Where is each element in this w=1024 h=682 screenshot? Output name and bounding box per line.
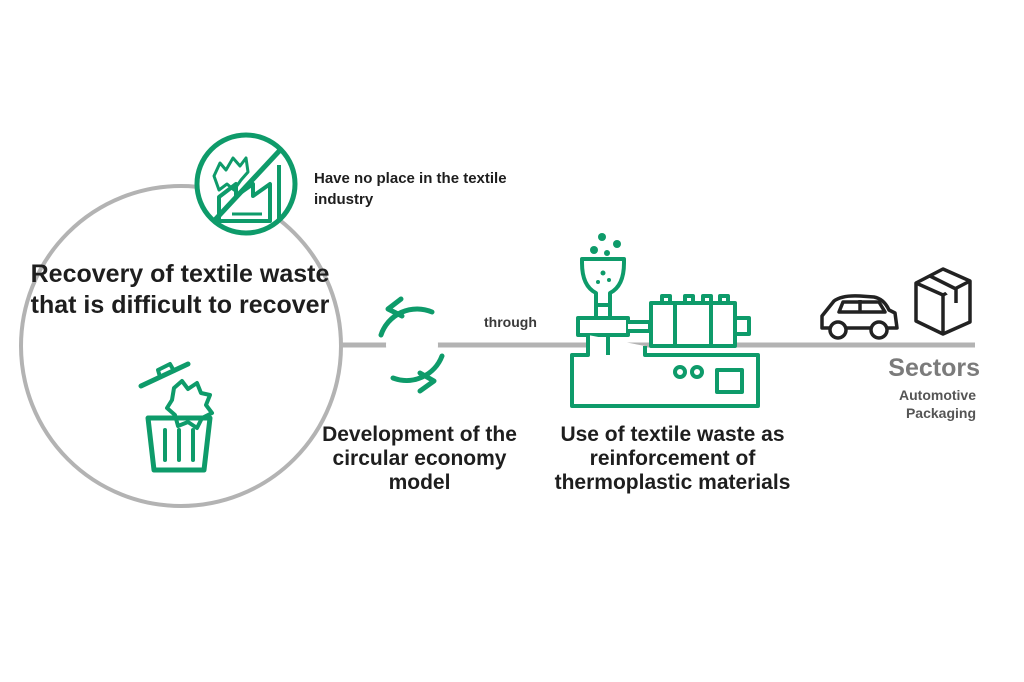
injection-molding-machine-icon	[570, 233, 760, 408]
no-textile-industry-icon	[194, 132, 298, 236]
circular-economy-caption: Development of the circular economy mode…	[322, 423, 517, 494]
recovery-title: Recovery of textile waste that is diffic…	[30, 260, 330, 319]
trash-bin-icon	[138, 361, 214, 473]
connector-label: through	[484, 314, 537, 330]
sector-packaging: Packaging	[905, 405, 976, 421]
textile-reinforcement-caption: Use of textile waste as reinforcement of…	[554, 423, 791, 494]
no-place-note: Have no place in the textile industry	[314, 170, 507, 208]
sectors-list: Automotive Packaging	[820, 386, 976, 422]
recovery-circle	[19, 184, 343, 508]
sectors-title: Sectors	[888, 354, 980, 382]
recycle-arrows-icon	[378, 296, 445, 394]
sector-automotive: Automotive	[899, 387, 976, 403]
package-box-icon	[914, 267, 972, 336]
car-icon	[820, 294, 899, 340]
